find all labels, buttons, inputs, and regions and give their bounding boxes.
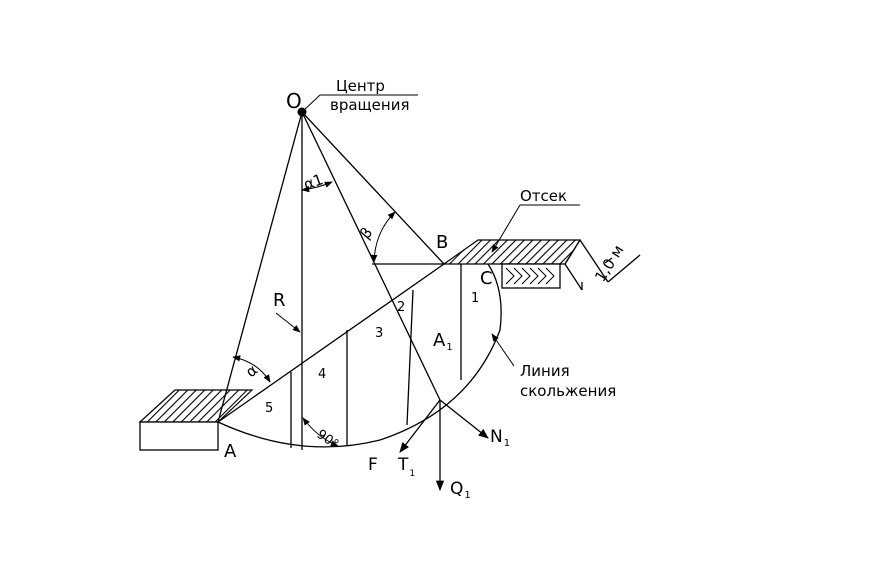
label-alpha1: α1 <box>301 170 325 194</box>
label-F: F <box>368 455 378 475</box>
slope-line <box>217 263 445 423</box>
label-center-2: вращения <box>330 96 410 114</box>
slice-line-2 <box>406 289 414 426</box>
label-O: O <box>286 89 302 113</box>
label-center-1: Центр <box>336 77 385 95</box>
angle90-arc <box>302 417 339 447</box>
label-T1: T1 <box>397 455 415 479</box>
force-T1-arrow <box>399 399 441 453</box>
force-N1-arrow <box>439 399 489 439</box>
label-B: B <box>436 232 448 253</box>
alpha-arc <box>232 355 271 383</box>
radius-OB <box>301 111 445 265</box>
label-Q1: Q1 <box>450 479 471 501</box>
label-A: A <box>224 441 237 462</box>
radius-OA <box>217 111 303 423</box>
label-C: C <box>480 268 493 289</box>
left-ground-block <box>139 421 219 451</box>
label-N1: N1 <box>490 427 510 449</box>
radius-OA1 <box>301 111 441 401</box>
rotation-center-point <box>297 107 307 117</box>
crosshatch-pattern <box>505 267 555 285</box>
dimension-marker <box>564 239 641 291</box>
slice-number-3: 3 <box>375 326 383 341</box>
label-beta: β <box>356 224 376 243</box>
beta-arc <box>371 211 396 263</box>
label-R: R <box>273 290 286 311</box>
slice-number-4: 4 <box>318 367 326 382</box>
alpha1-arc <box>301 181 333 193</box>
label-A1: A1 <box>433 330 453 353</box>
slice-number-1: 1 <box>471 291 479 306</box>
otsek-leader <box>491 204 521 253</box>
label-otsek: Отсек <box>520 187 567 205</box>
slice-number-2: 2 <box>397 300 405 315</box>
label-slip-1: Линия <box>520 362 570 380</box>
label-slip-2: скольжения <box>520 382 616 400</box>
slip-circle-arc <box>217 263 502 448</box>
label-alpha: α <box>242 361 261 381</box>
right-ground-hatch <box>442 239 582 265</box>
left-ground-hatch <box>138 389 254 423</box>
slip-leader <box>491 333 515 367</box>
slice-number-5: 5 <box>265 401 273 416</box>
right-ground-block <box>501 263 561 289</box>
R-leader <box>275 312 301 333</box>
label-angle90: 90° <box>314 427 341 453</box>
label-dimension: 1,0 м <box>591 242 627 285</box>
